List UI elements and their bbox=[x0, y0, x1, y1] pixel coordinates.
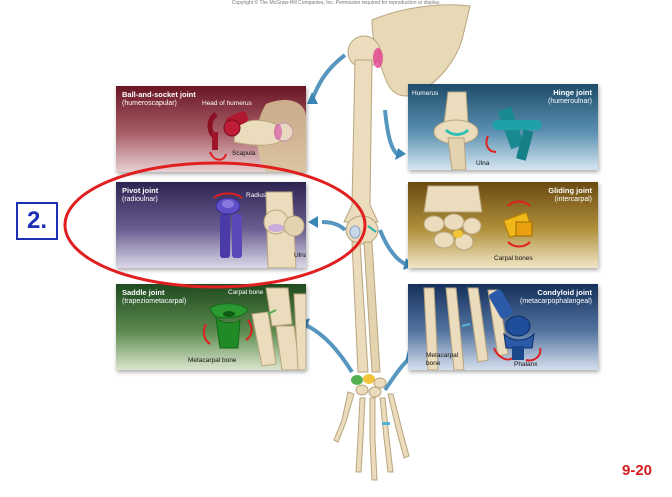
label-humerus: Humerus bbox=[412, 90, 439, 97]
label-ulna: Ulna bbox=[294, 252, 306, 259]
annotation-number: 2. bbox=[26, 207, 47, 234]
hinge-model bbox=[485, 106, 542, 161]
label-head-of-humerus: Head of humerus bbox=[202, 100, 252, 107]
condyloid-illustration bbox=[423, 287, 542, 370]
gliding-model bbox=[503, 200, 533, 248]
hand-bones bbox=[333, 391, 410, 481]
slide-number: 9-20 bbox=[622, 462, 653, 479]
panel-title: Condyloid joint bbox=[537, 288, 592, 297]
label-metacarpal-bone: Metacarpal bone bbox=[426, 352, 459, 367]
panel-title: Saddle joint bbox=[122, 288, 165, 297]
panel-subtitle: (humeroulnar) bbox=[548, 98, 592, 105]
label-phalanx: Phalanx bbox=[514, 361, 538, 368]
label-ulna: Ulna bbox=[476, 160, 490, 167]
carpal-bones bbox=[351, 374, 387, 398]
label-metacarpal-bone: Metacarpal bone bbox=[188, 357, 237, 364]
panel-title: Gliding joint bbox=[548, 186, 592, 195]
ball-socket-illustration bbox=[207, 100, 306, 172]
panel-condyloid: Condyloid joint (metacarpophalangeal) Me… bbox=[408, 284, 598, 370]
annotation-number-box: 2. bbox=[16, 202, 58, 240]
ball-socket-model bbox=[207, 111, 249, 161]
panel-subtitle: (intercarpal) bbox=[554, 196, 592, 203]
saddle-illustration bbox=[202, 287, 306, 370]
panel-title: Ball-and-socket joint bbox=[122, 90, 196, 99]
condyloid-model bbox=[489, 289, 542, 362]
ulna-shaft bbox=[363, 241, 381, 373]
scapula-shape bbox=[371, 4, 471, 97]
label-carpal-bones: Carpal bones bbox=[494, 255, 533, 262]
panel-subtitle: (trapeziometacarpal) bbox=[122, 298, 187, 305]
pivot-model bbox=[213, 192, 243, 258]
label-scapula: Scapula bbox=[232, 150, 256, 157]
hinge-illustration bbox=[433, 91, 542, 170]
panel-pivot: Pivot joint (radioulnar) Radius Ulna bbox=[116, 182, 306, 268]
panel-subtitle: (humeroscapular) bbox=[122, 100, 177, 107]
gliding-illustration bbox=[423, 185, 533, 251]
panel-subtitle: (metacarpophalangeal) bbox=[520, 298, 592, 305]
label-radius: Radius bbox=[246, 192, 267, 199]
panel-ball-and-socket: Ball-and-socket joint (humeroscapular) H… bbox=[116, 86, 306, 172]
saddle-model bbox=[202, 303, 253, 349]
humerus-shaft bbox=[343, 59, 379, 223]
panel-gliding: Gliding joint (intercarpal) Carpal bones bbox=[408, 182, 598, 268]
panel-hinge: Hinge joint (humeroulnar) Humerus Ulna bbox=[408, 84, 598, 170]
panel-title: Hinge joint bbox=[553, 88, 592, 97]
panel-saddle: Saddle joint (trapeziometacarpal) Carpal… bbox=[116, 284, 306, 370]
label-carpal-bone: Carpal bone bbox=[228, 289, 264, 296]
copyright-notice: Copyright © The McGraw-Hill Companies, I… bbox=[231, 0, 441, 6]
panel-subtitle: (radioulnar) bbox=[122, 196, 158, 203]
panel-title: Pivot joint bbox=[122, 186, 159, 195]
